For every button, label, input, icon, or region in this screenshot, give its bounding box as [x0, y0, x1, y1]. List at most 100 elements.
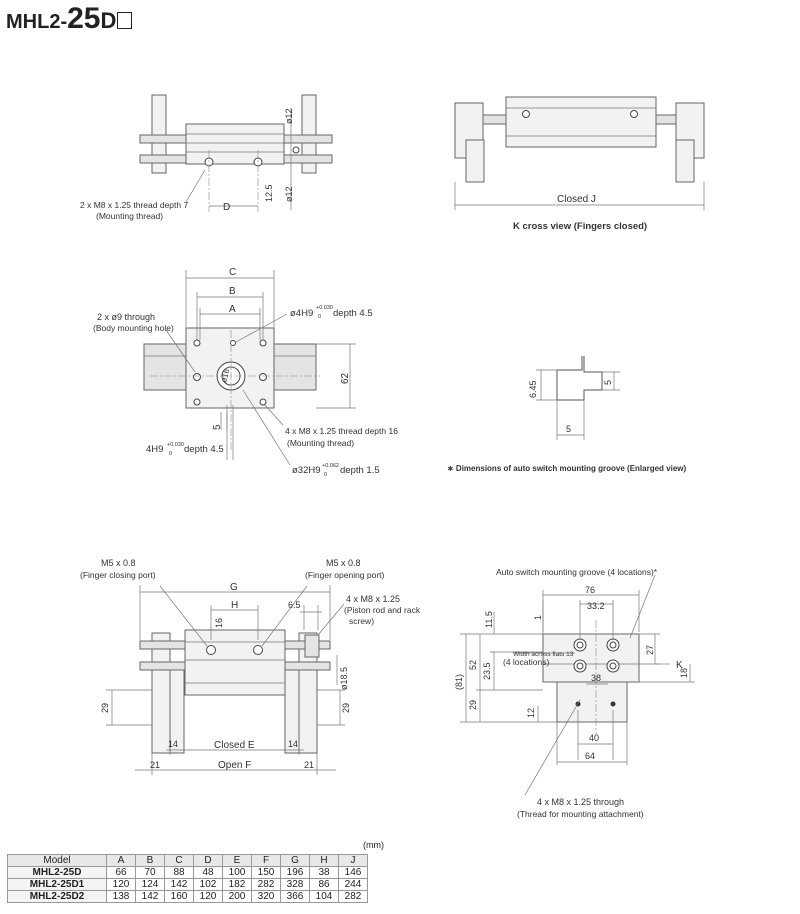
flats-label: Width across flats 13	[513, 651, 574, 658]
right-finger	[301, 94, 317, 174]
thread-sub: (Mounting thread)	[96, 211, 163, 221]
header-g: G	[280, 854, 310, 867]
side-view: Auto switch mounting groove (4 locations…	[454, 567, 695, 819]
dim-phi18-5: ø18.5	[339, 667, 349, 690]
bore-tol-up: +0.062	[322, 463, 339, 469]
flats-sub: (4 locations)	[503, 657, 549, 667]
center-view: C B A ø16 2 x ø9 through (Body mounting …	[93, 267, 398, 478]
dim-81: (81)	[454, 674, 464, 690]
cell-d: 48	[193, 866, 223, 879]
dim-14-left: 14	[168, 739, 178, 749]
row-model: MHL2-25D	[7, 866, 107, 879]
cell-h: 86	[309, 878, 339, 891]
dim-6-45: 6.45	[528, 380, 538, 398]
dim-h: H	[231, 600, 238, 611]
dim-phi16: ø16	[219, 367, 231, 383]
dim-d: D	[223, 202, 230, 213]
cell-c: 88	[164, 866, 194, 879]
port-open: M5 x 0.8	[326, 558, 361, 568]
bore-label: ø32H9	[292, 465, 321, 476]
dim-52: 52	[468, 660, 478, 670]
piston-sub1: (Piston rod and rack	[344, 605, 421, 615]
slot-tol-lo: 0	[169, 451, 172, 457]
attach-sub: (Thread for mounting attachment)	[517, 809, 644, 819]
title-model: MHL2-	[6, 11, 68, 33]
port-open-sub: (Finger opening port)	[305, 570, 385, 580]
table-row: MHL2-25D2 138 142 160 120 200 320 366 10…	[7, 890, 368, 903]
cell-a: 138	[106, 890, 136, 903]
pin-tol-up: +0.030	[316, 305, 333, 311]
dim-18: 18	[679, 668, 689, 678]
pin-depth: depth 4.5	[333, 308, 373, 319]
unit-label: (mm)	[363, 840, 384, 850]
header-h: H	[309, 854, 339, 867]
header-d: D	[193, 854, 223, 867]
dim-11-5: 11.5	[484, 611, 494, 628]
groove-label: Auto switch mounting groove (4 locations…	[496, 567, 658, 577]
cell-g: 328	[280, 878, 310, 891]
cell-f: 282	[251, 878, 281, 891]
attach-hole	[610, 701, 616, 707]
slot-label: 4H9	[146, 444, 163, 455]
header-b: B	[135, 854, 165, 867]
dim-b: B	[229, 286, 236, 297]
title-size: 25	[67, 2, 101, 35]
slot-callout: 4H9 +0.030 0 depth 4.5	[146, 442, 224, 457]
row-model: MHL2-25D2	[7, 890, 107, 903]
cell-j: 146	[338, 866, 368, 879]
cell-d: 120	[193, 890, 223, 903]
cell-h: 104	[309, 890, 339, 903]
cell-g: 366	[280, 890, 310, 903]
cell-c: 142	[164, 878, 194, 891]
body	[184, 629, 286, 696]
cell-b: 70	[135, 866, 165, 879]
dim-38: 38	[591, 673, 601, 683]
groove-profile	[556, 356, 603, 401]
table-row: MHL2-25D1 120 124 142 102 182 282 328 86…	[7, 878, 368, 891]
dim-29: 29	[468, 700, 478, 710]
pin-tol-lo: 0	[318, 314, 321, 320]
closing-port	[206, 645, 216, 655]
dimensions-table: Model A B C D E F G H J MHL2-25D 66 70 8…	[7, 854, 368, 903]
cell-d: 102	[193, 878, 223, 891]
bore-depth: depth 1.5	[340, 465, 380, 476]
top-left-view: D ø12 12.5 ø12 2 x M8 x 1.25 thread dept…	[80, 94, 333, 221]
body	[185, 123, 285, 165]
left-finger	[151, 94, 167, 174]
dim-5-horizontal: 5	[566, 424, 571, 434]
front-view: M5 x 0.8 (Finger closing port) M5 x 0.8 …	[80, 558, 421, 775]
piston-label: 4 x M8 x 1.25	[346, 594, 400, 604]
left-finger	[151, 632, 171, 754]
header-e: E	[222, 854, 252, 867]
dim-21-right: 21	[304, 760, 314, 770]
top-right-caption: K cross view (Fingers closed)	[513, 221, 647, 232]
closed-e: Closed E	[214, 740, 255, 751]
thread-label: 2 x M8 x 1.25 thread depth 7	[80, 200, 188, 210]
through-label: 2 x ø9 through	[97, 312, 155, 322]
dim-76: 76	[585, 585, 595, 595]
title-suffix: D	[100, 8, 117, 33]
cell-f: 320	[251, 890, 281, 903]
dim-29-right: 29	[341, 703, 351, 713]
header-a: A	[106, 854, 136, 867]
cell-a: 120	[106, 878, 136, 891]
open-f: Open F	[218, 760, 251, 771]
dim-40: 40	[589, 733, 599, 743]
port-close: M5 x 0.8	[101, 558, 136, 568]
header-model: Model	[7, 854, 107, 867]
product-title: MHL2-25D	[6, 2, 133, 36]
dim-12-5: 12.5	[264, 184, 274, 202]
row-model: MHL2-25D1	[7, 878, 107, 891]
body	[505, 96, 657, 148]
groove-view: 6.45 5 5 ∗ Dimensions of auto switch mou…	[447, 356, 687, 473]
thread16-label: 4 x M8 x 1.25 thread depth 16	[285, 426, 398, 436]
dim-1: 1	[533, 615, 543, 620]
dim-phi12-a: ø12	[284, 108, 294, 124]
dim-phi12-b: ø12	[284, 186, 294, 202]
cell-f: 150	[251, 866, 281, 879]
bore-tol-lo: 0	[324, 472, 327, 478]
piston-sub2: screw)	[349, 616, 374, 626]
cell-a: 66	[106, 866, 136, 879]
body	[542, 633, 640, 683]
